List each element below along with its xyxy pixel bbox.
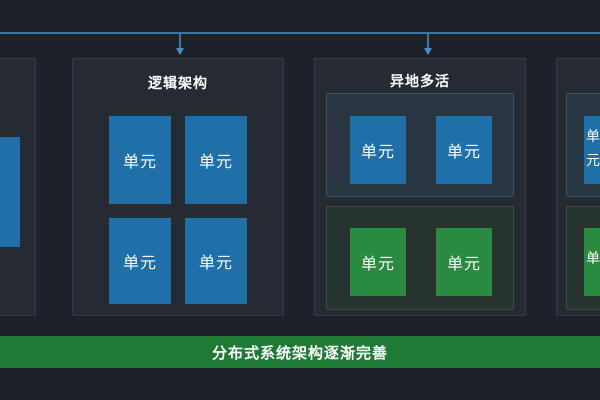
- unit-box: 单元: [436, 228, 492, 296]
- left-unit-partial: [0, 137, 20, 247]
- logical-architecture-panel: 逻辑架构: [72, 58, 284, 316]
- right-unit-glyph: 单: [586, 251, 600, 267]
- right-unit-partial: [584, 116, 600, 184]
- panel-title: 逻辑架构: [148, 76, 208, 92]
- unit-box: 单元: [185, 116, 247, 204]
- right-unit-partial-green: [584, 228, 600, 296]
- unit-box: 单元: [436, 116, 492, 184]
- arrow-down-icon: [424, 48, 432, 55]
- footer-banner: 分布式系统架构逐渐完善: [0, 336, 600, 368]
- right-unit-glyph: 元: [586, 153, 600, 169]
- unit-box: 单元: [350, 116, 406, 184]
- unit-box: 单元: [109, 218, 171, 304]
- panel-title: 异地多活: [390, 74, 450, 90]
- unit-box: 单元: [109, 116, 171, 204]
- right-unit-glyph: 单: [586, 129, 600, 145]
- footer-label: 分布式系统架构逐渐完善: [211, 343, 388, 362]
- arrow-down-icon: [176, 48, 184, 55]
- unit-box: 单元: [185, 218, 247, 304]
- unit-box: 单元: [350, 228, 406, 296]
